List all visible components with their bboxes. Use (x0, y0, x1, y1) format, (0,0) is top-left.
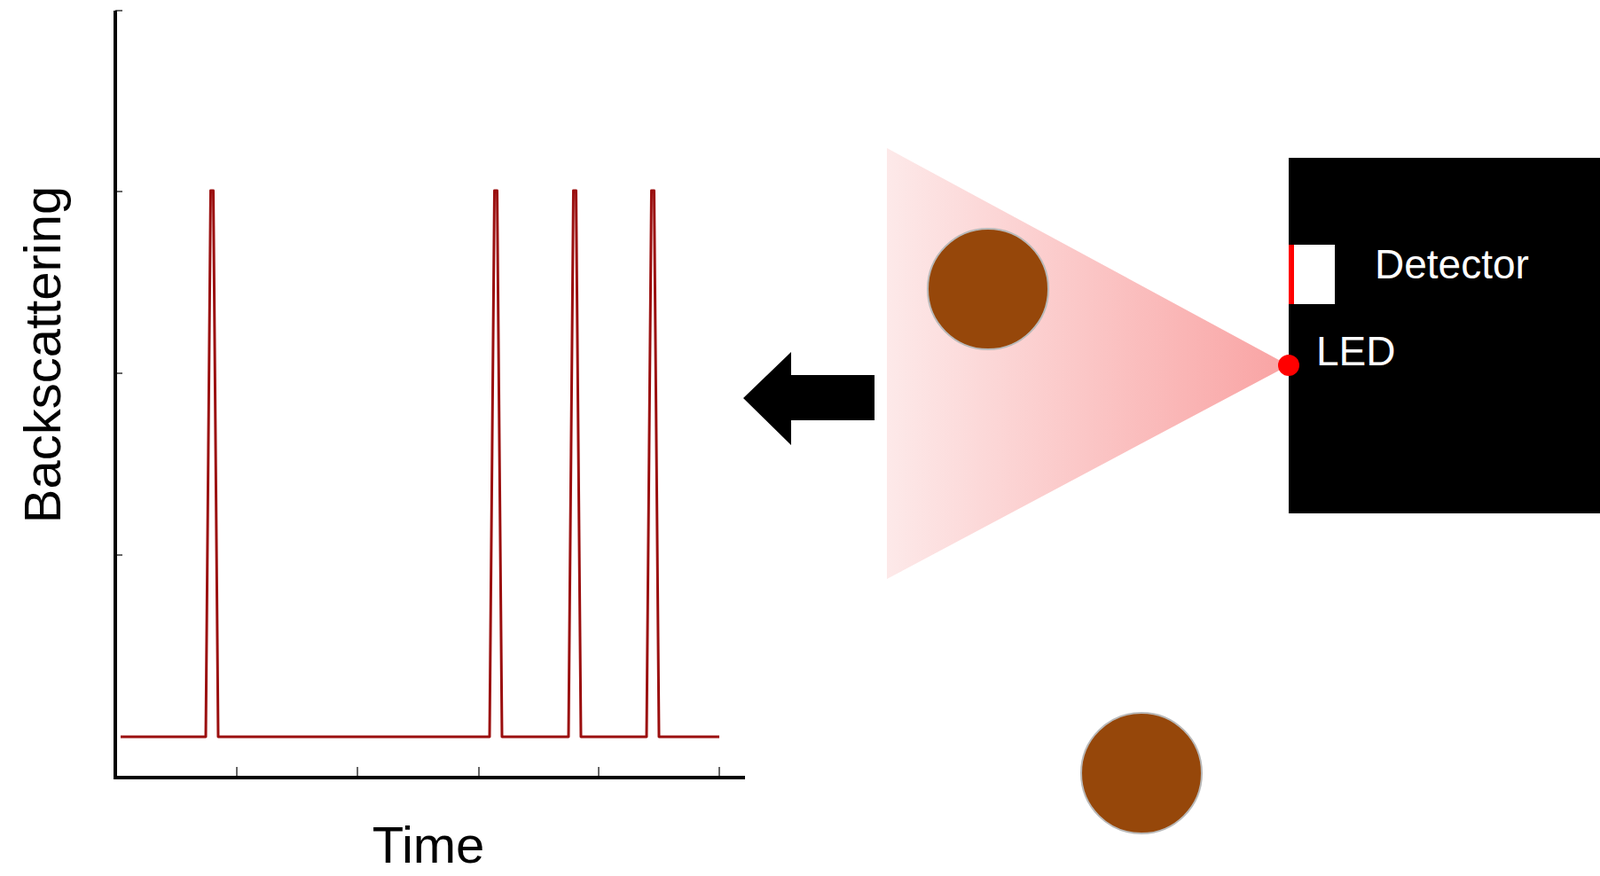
particle (927, 228, 1049, 350)
axis-title: Time (372, 819, 486, 871)
led-label: LED (1316, 330, 1396, 372)
chart-axes (113, 10, 746, 779)
axis-title: Backscattering (16, 186, 69, 524)
light-cone (886, 148, 1289, 580)
led-symbol (1288, 354, 1300, 377)
detector-filter (1288, 244, 1295, 305)
particle (1081, 713, 1202, 834)
detector-window (1287, 244, 1335, 305)
led-symbol (1278, 354, 1289, 377)
signal-trace (120, 190, 720, 738)
sensor-housing: DetectorLED (1288, 157, 1600, 514)
direction-arrow (743, 352, 875, 446)
detector-label: Detector (1374, 243, 1530, 285)
